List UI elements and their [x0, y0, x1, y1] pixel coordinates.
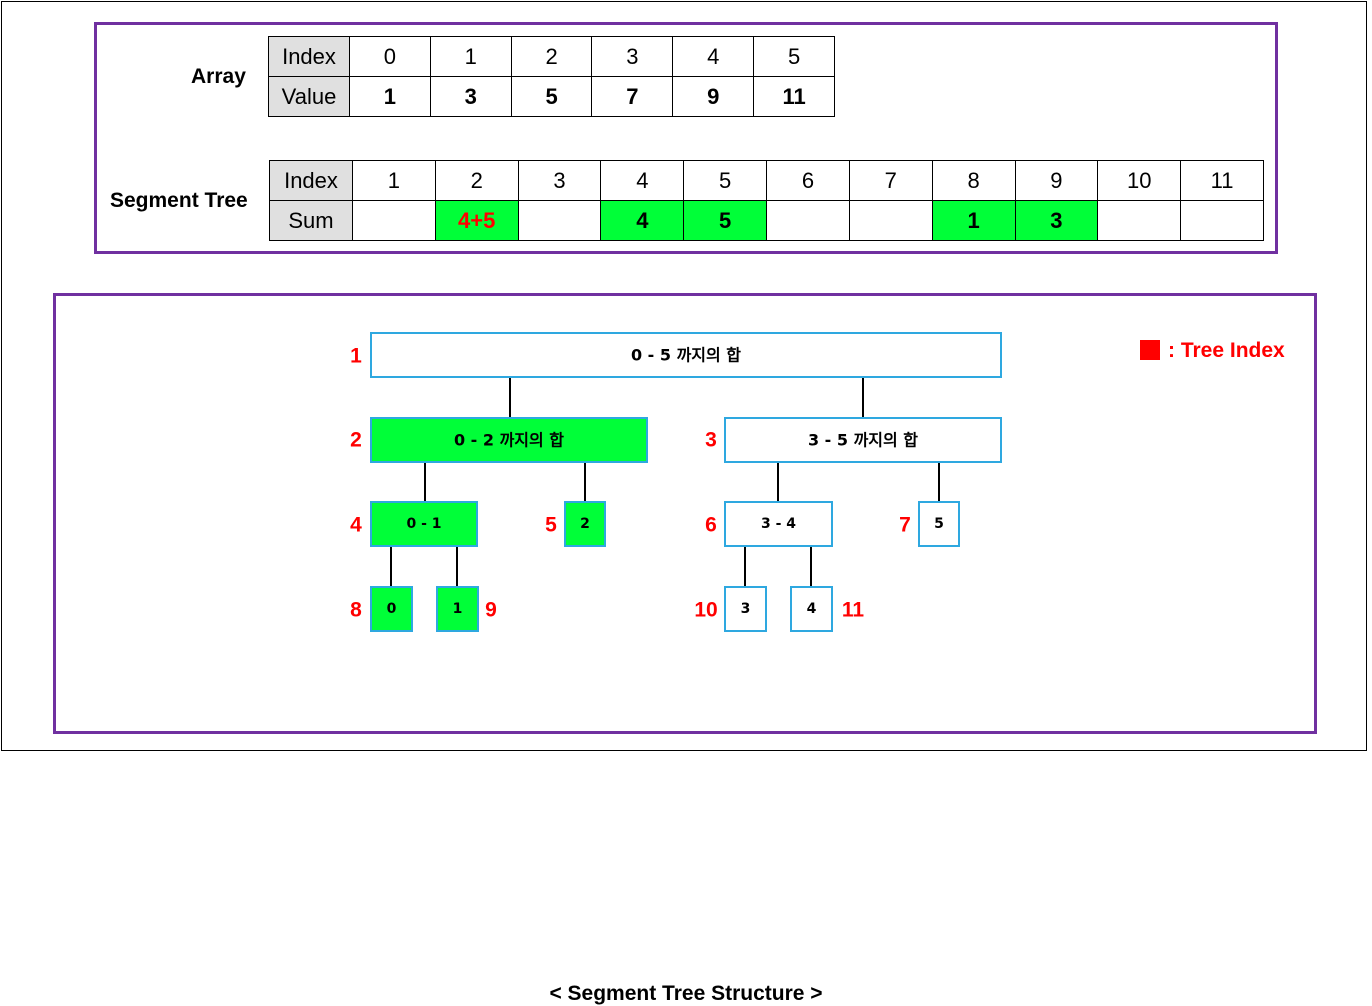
tree-index-label: 11	[842, 599, 865, 622]
tree-node-8	[370, 586, 413, 632]
segment-sum-cell	[848, 200, 933, 241]
legend: : Tree Index	[1140, 339, 1285, 363]
array-index-cell: 2	[510, 36, 593, 77]
segment-sum-cell	[1180, 200, 1264, 241]
tree-index-label: 4	[350, 514, 362, 537]
tree-index-label: 7	[899, 514, 911, 537]
array-value-cell: 3	[429, 76, 512, 117]
segment-sum-cell: 3	[1014, 200, 1099, 241]
array-value-cell: 11	[753, 76, 835, 117]
segment-sum-cell: 4	[600, 200, 685, 241]
segment-sum-cell: 5	[683, 200, 768, 241]
segment-index-cell: 4	[600, 160, 685, 201]
tree-diagram: 0 - 5 까지의 합 1 0 - 2 까지의 합 2 3 - 5 까지의 합 3 0 - …	[350, 332, 1002, 632]
tree-index-label: 3	[705, 429, 717, 452]
tree-index-label: 5	[545, 514, 557, 537]
tree-index-label: 9	[485, 599, 497, 622]
array-value-cell: 5	[510, 76, 593, 117]
tree-index-label: 10	[694, 599, 717, 622]
array-label: Array	[191, 65, 246, 88]
array-value-header: Value	[268, 76, 350, 117]
tree-node-text: 0	[387, 601, 397, 617]
tree-node-7	[918, 501, 960, 547]
tree-index-label: 6	[705, 514, 717, 537]
array-value-cell: 1	[349, 76, 431, 117]
tables-panel	[94, 22, 1278, 254]
tree-node-4	[370, 501, 478, 547]
tree-node-5	[564, 501, 606, 547]
structure-caption: < Segment Tree Structure >	[549, 982, 823, 1005]
legend-text: : Tree Index	[1168, 339, 1285, 362]
tree-node-3	[724, 417, 1002, 463]
legend-swatch	[1140, 340, 1160, 360]
tree-node-9	[436, 586, 479, 632]
segment-sum-cell	[517, 200, 602, 241]
segment-index-cell: 3	[517, 160, 602, 201]
segment-index-header: Index	[269, 160, 353, 201]
segment-sum-cell	[352, 200, 436, 241]
tree-node-10	[724, 586, 767, 632]
segment-index-cell: 9	[1014, 160, 1099, 201]
tree-node-text: 5	[934, 516, 944, 532]
tree-node-text: 3 - 5 까지의 합	[808, 431, 918, 450]
tree-node-text: 3 - 4	[761, 516, 796, 532]
tree-node-text: 3	[741, 601, 751, 617]
tree-node-1	[370, 332, 1002, 378]
tree-node-6	[724, 501, 833, 547]
segment-sum-cell	[1097, 200, 1182, 241]
segment-sum-cell: 4+5	[434, 200, 519, 241]
array-value-cell: 9	[672, 76, 755, 117]
tree-index-label: 1	[350, 345, 362, 368]
tree-node-text: 2	[580, 516, 590, 532]
array-index-cell: 5	[753, 36, 835, 77]
tree-node-text: 0 - 1	[406, 516, 441, 532]
tree-node-text: 0 - 2 까지의 합	[454, 431, 564, 450]
tree-node-2	[370, 417, 648, 463]
segment-tree-label: Segment Tree	[110, 189, 248, 212]
segment-index-cell: 6	[766, 160, 850, 201]
tree-node-text: 1	[453, 601, 463, 617]
segment-index-cell: 10	[1097, 160, 1182, 201]
segment-index-cell: 11	[1180, 160, 1264, 201]
tree-index-label: 8	[350, 599, 362, 622]
tree-index-label: 2	[350, 429, 362, 452]
segment-sum-header: Sum	[269, 200, 353, 241]
tree-node-text: 0 - 5 까지의 합	[631, 346, 741, 365]
array-value-cell: 7	[591, 76, 674, 117]
tree-node-text: 4	[807, 601, 817, 617]
segment-sum-cell	[766, 200, 850, 241]
outer-frame	[1, 1, 1367, 751]
array-index-cell: 0	[349, 36, 431, 77]
tree-node-11	[790, 586, 833, 632]
array-index-header: Index	[268, 36, 350, 77]
segment-sum-cell: 1	[931, 200, 1016, 241]
array-index-cell: 1	[429, 36, 512, 77]
